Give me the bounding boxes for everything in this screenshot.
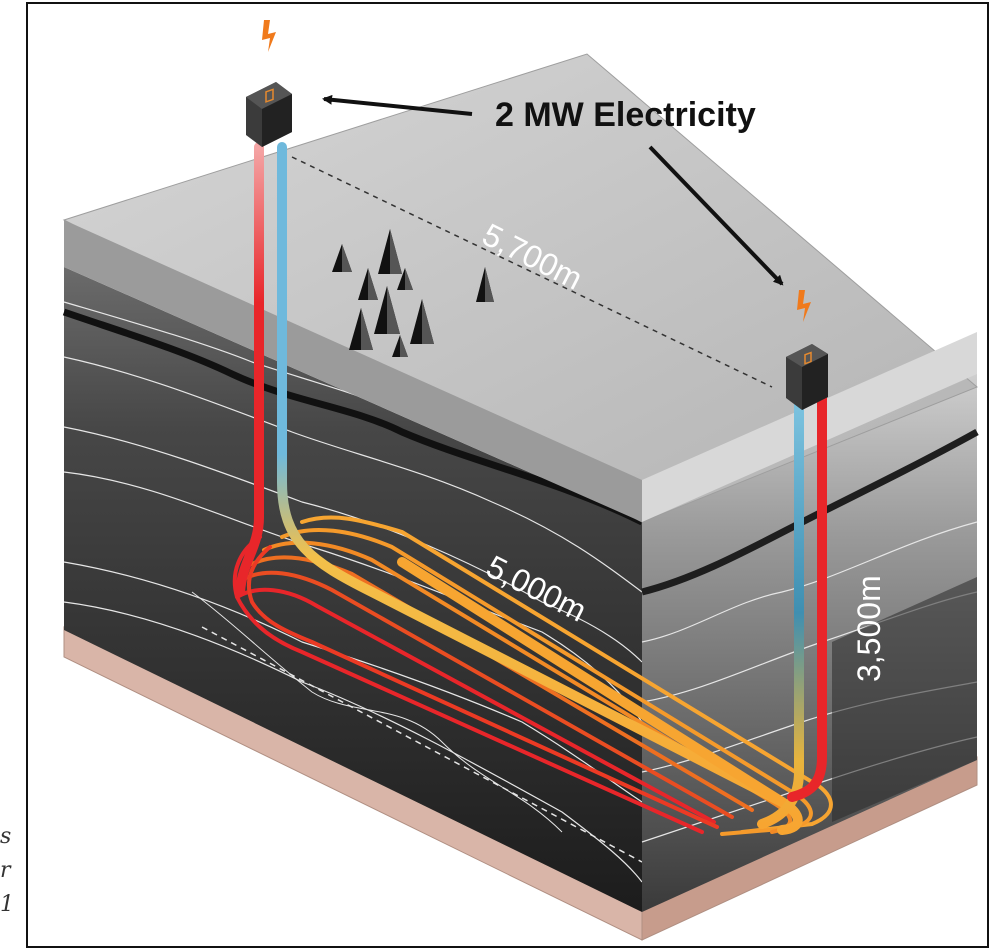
wellhead-icon [246, 82, 292, 147]
power-output-label: 2 MW Electricity [495, 96, 756, 134]
rock-front-face [62, 267, 644, 912]
lightning-icon [262, 20, 276, 52]
arrow-icon [322, 94, 473, 116]
arrow-icon [648, 145, 784, 286]
drill-rig-icon [332, 229, 494, 357]
production-well-right [757, 392, 827, 829]
vertical-depth-label: 3,500m [851, 575, 887, 682]
margin-text-fragment: r [0, 858, 11, 883]
diagram-frame: 2 MW Electricity 5,700m 5,000m 3,500m [26, 2, 989, 948]
lightning-icon [797, 290, 811, 322]
margin-text-fragment: s [0, 824, 12, 849]
margin-text-fragment: 1 [0, 892, 14, 917]
geothermal-diagram: 2 MW Electricity 5,700m 5,000m 3,500m [62, 20, 979, 941]
ground-surface [62, 53, 978, 523]
injection-well-left [235, 142, 803, 835]
wellhead-icon [786, 344, 828, 410]
